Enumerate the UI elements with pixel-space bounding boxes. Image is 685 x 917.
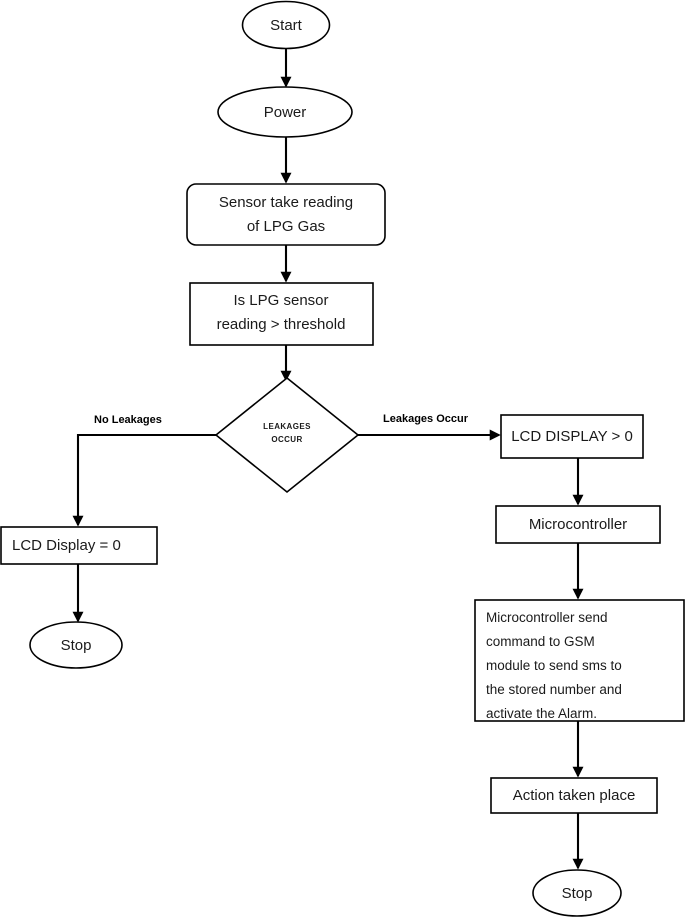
node-microcontroller-label: Microcontroller <box>529 516 627 533</box>
node-stop-right-label: Stop <box>562 885 593 902</box>
node-lcd-display-label: LCD DISPLAY > 0 <box>511 428 633 445</box>
node-stop-left[interactable] <box>29 621 123 669</box>
node-gsm-command-line-0: Microcontroller send <box>486 610 608 625</box>
node-stop-left-label: Stop <box>61 637 92 654</box>
node-sensor-reading-line2: of LPG Gas <box>247 218 325 235</box>
node-decision-leakages[interactable] <box>214 376 360 494</box>
node-start[interactable] <box>241 0 331 50</box>
node-gsm-command-line-2: module to send sms to <box>486 658 622 673</box>
node-power[interactable] <box>217 86 353 138</box>
node-decision-line1: LEAKAGES <box>263 422 311 431</box>
node-action-taken-label: Action taken place <box>513 787 636 804</box>
node-stop-right[interactable] <box>532 869 622 917</box>
node-gsm-command[interactable] <box>474 599 685 722</box>
node-decision-line2: OCCUR <box>271 435 302 444</box>
edge-label-no-leakages: No Leakages <box>94 414 162 426</box>
edge-label-leakages-occur: Leakages Occur <box>383 413 469 425</box>
node-sensor-reading[interactable] <box>186 183 386 246</box>
node-gsm-command-line-1: command to GSM <box>486 634 595 649</box>
node-threshold-check-line1: Is LPG sensor <box>233 292 328 309</box>
node-lcd-zero-label: LCD Display = 0 <box>12 537 121 554</box>
node-gsm-command-line-4: activate the Alarm. <box>486 706 597 721</box>
node-lcd-display[interactable] <box>500 414 644 459</box>
node-sensor-reading-line1: Sensor take reading <box>219 194 353 211</box>
node-threshold-check-line2: reading > threshold <box>217 316 346 333</box>
connector-decision-to-lcd-zero <box>72 433 216 527</box>
node-action-taken[interactable] <box>490 777 658 814</box>
node-power-label: Power <box>264 104 307 121</box>
node-microcontroller[interactable] <box>495 505 661 544</box>
node-start-label: Start <box>270 17 303 34</box>
node-gsm-command-line-3: the stored number and <box>486 682 622 697</box>
node-lcd-zero[interactable] <box>0 526 158 565</box>
node-threshold-check[interactable] <box>189 282 374 346</box>
